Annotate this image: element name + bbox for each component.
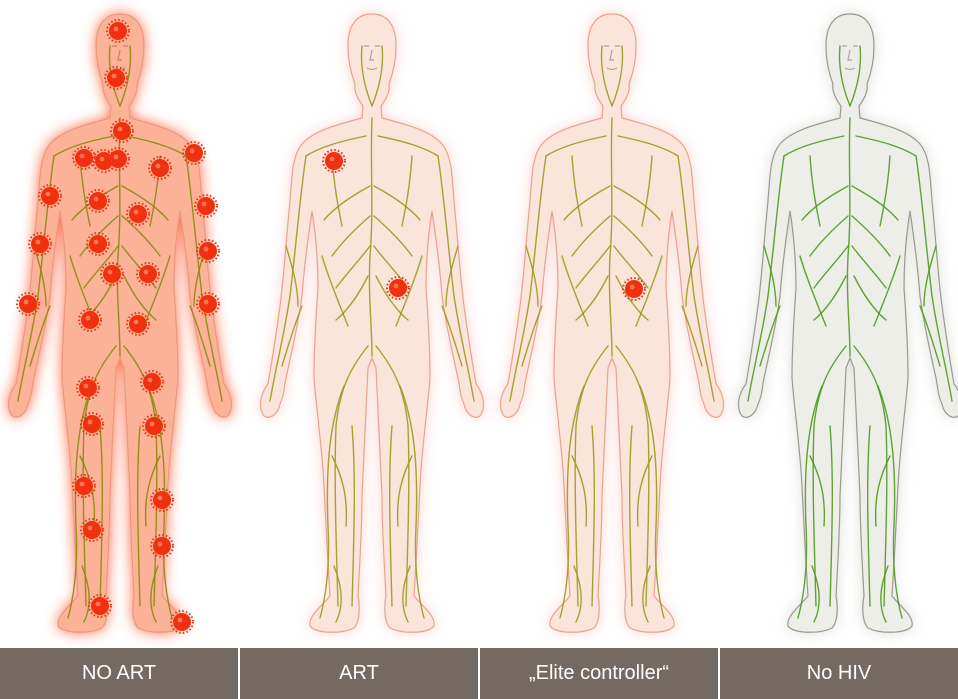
figure-1 xyxy=(9,14,232,633)
lymph-vessels xyxy=(748,46,952,622)
body-silhouette xyxy=(501,14,724,632)
lymph-bodies-svg xyxy=(0,0,958,648)
label-no-art: NO ART xyxy=(0,648,240,699)
figure-3 xyxy=(501,14,724,632)
label-elite-controller: „Elite controller“ xyxy=(480,648,720,699)
virus-site xyxy=(17,293,39,315)
figure-illustration xyxy=(0,0,958,648)
virus-site xyxy=(29,233,51,255)
figure-4 xyxy=(739,14,958,632)
caption-bar: NO ART ART „Elite controller“ No HIV xyxy=(0,648,958,699)
body-redness xyxy=(9,14,232,632)
lymph-vessels xyxy=(270,46,474,622)
label-art: ART xyxy=(240,648,480,699)
label-no-hiv: No HIV xyxy=(720,648,958,699)
body-silhouette xyxy=(261,14,484,632)
lymph-vessels xyxy=(510,46,714,622)
figure-2 xyxy=(261,14,484,632)
